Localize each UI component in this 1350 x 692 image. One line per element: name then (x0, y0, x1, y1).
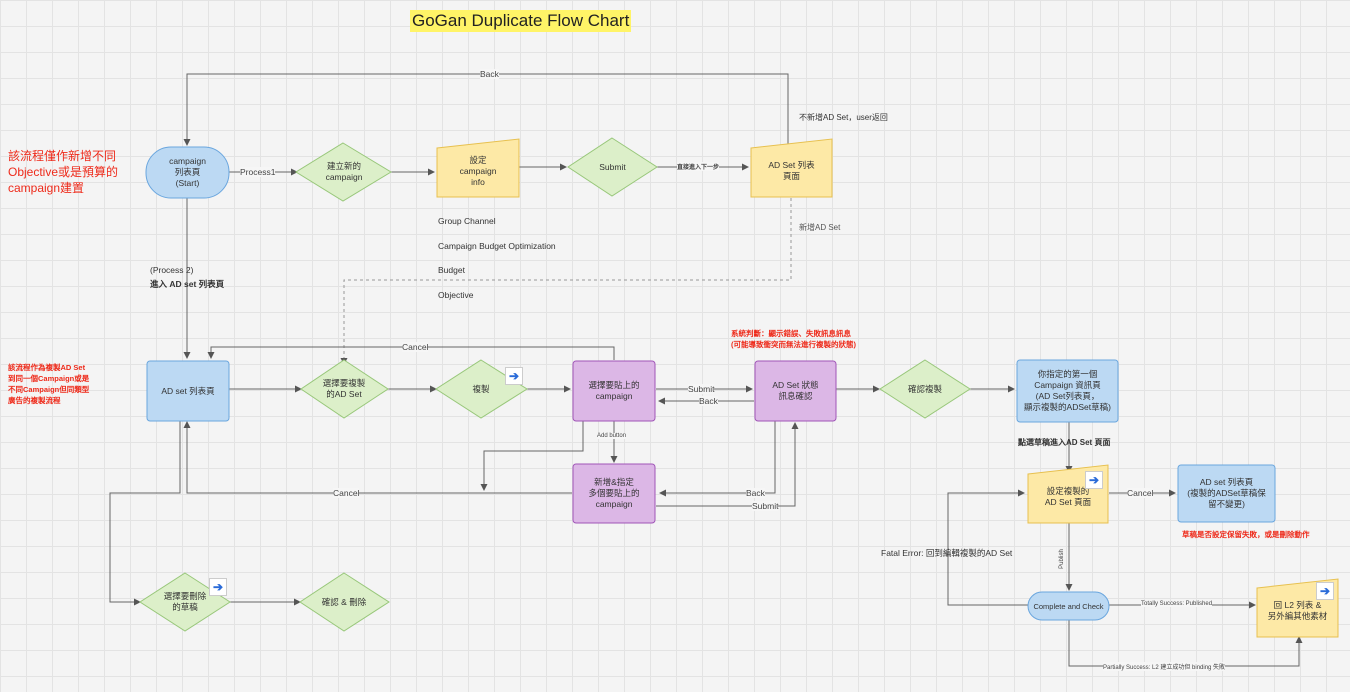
note-top-left: 該流程僅作新增不同 Objective或是預算的 campaign建置 (8, 149, 119, 195)
edge-fatal-error (947, 489, 1028, 606)
edge-label-cancel-1: Cancel (402, 342, 429, 352)
create-campaign-node (295, 142, 392, 202)
edge-label-partially-success: Partially Success: L2 建立成功但 binding 失敗 (1103, 662, 1226, 671)
edge-cancel-2a (480, 421, 584, 491)
select-campaign-node (572, 360, 656, 422)
confirm-delete-label: 確認 & 刪除 (321, 596, 367, 607)
campaign-list-node (145, 146, 230, 199)
edge-label-new-adset: 新增AD Set (799, 223, 841, 232)
edge-to-delete (109, 421, 181, 606)
confirm-delete-node (299, 572, 390, 632)
create-campaign-label: 建立新的 campaign (325, 161, 363, 182)
info-item: Budget (438, 265, 465, 276)
target-campaign-info-label: 你指定的第一個 Campaign 資訊頁 (AD Set列表頁， 顯示複製的AD… (1024, 369, 1111, 412)
info-item: Campaign Budget Optimization (438, 240, 556, 251)
edge-back-2 (659, 421, 776, 497)
edge-submit-2 (656, 422, 799, 507)
submit-label: Submit (599, 161, 626, 172)
new-multi-campaign-label: 新增&指定 多個要貼上的 campaign (588, 477, 640, 509)
arrow-right-icon[interactable]: ➔ (209, 578, 227, 596)
adset-status-confirm-label: AD Set 狀態 訊息確認 (772, 380, 819, 401)
info-list: Group Channel Campaign Budget Optimizati… (438, 203, 556, 314)
submit-node (567, 137, 658, 197)
back-l2-label: 回 L2 列表 & 另外編其他素材 (1267, 600, 1328, 621)
edit-copied-adset-label: 設定複製的 AD Set 頁面 (1044, 486, 1092, 507)
select-delete-draft-label: 選擇要刪除 的草稿 (163, 591, 207, 612)
edge-label-publish: Publish (1058, 549, 1065, 569)
edge-cancel-2 (183, 421, 572, 494)
adset-list-mid-label: AD set 列表頁 (161, 385, 215, 396)
edge-label-cancel-2: Cancel (333, 488, 360, 498)
edge-label-click-draft: 點選草稿進入AD Set 頁面 (1018, 438, 1111, 447)
edge-new-adset (340, 198, 792, 365)
note-mid-left: 該流程作為複製AD Set 到同一個Campaign或是 不同Campaign但… (8, 363, 90, 405)
arrow-right-icon[interactable]: ➔ (1316, 582, 1334, 600)
edge-label-back-2: Back (746, 488, 765, 498)
edge-label-back-1: Back (699, 396, 718, 406)
edge-label-totally-success: Totally Success: Published (1141, 601, 1213, 607)
edge-label-direct-next: 直接進入下一步 (677, 162, 720, 171)
adset-list-mid-node (146, 360, 230, 422)
select-copy-adset-label: 選擇要複製 的AD Set (322, 378, 366, 399)
confirm-copy-label: 確認複製 (907, 383, 942, 394)
adset-list-right-node (1177, 464, 1276, 523)
select-campaign-label: 選擇要貼上的 campaign (588, 380, 640, 401)
arrow-right-icon[interactable]: ➔ (505, 367, 523, 385)
info-item: Group Channel (438, 216, 496, 227)
edge-label-add-button: Add button (597, 433, 627, 439)
edge-label-fatal-error: Fatal Error: 回到編輯複製的AD Set (881, 548, 1013, 558)
copy-label: 複製 (472, 383, 490, 394)
target-campaign-info-node (1016, 359, 1119, 423)
edge-label-cancel-3: Cancel (1127, 488, 1154, 498)
edge-label-no-new-adset: 不新增AD Set，user返回 (799, 113, 888, 122)
complete-check-node (1027, 591, 1110, 621)
note-save-failure: 草稿是否設定保留失敗，或是刪除動作 (1182, 530, 1310, 539)
edge-label-back-top: Back (480, 69, 499, 79)
edge-label-submit-1: Submit (688, 384, 715, 394)
adset-status-confirm-node (754, 360, 837, 422)
edge-label-submit-2: Submit (752, 501, 779, 511)
confirm-copy-node (879, 359, 971, 419)
campaign-list-label: campaign 列表頁 (Start) (169, 156, 206, 188)
adset-list-top-label: AD Set 列表 頁面 (768, 160, 815, 181)
info-item: Objective (438, 290, 474, 301)
edge-label-process2-b: 進入 AD set 列表頁 (150, 279, 225, 289)
adset-list-top-node (750, 138, 833, 198)
new-multi-campaign-node (572, 463, 656, 524)
edge-label-process2-a: (Process 2) (150, 265, 194, 275)
edge-back-top (183, 73, 789, 152)
page-title: GoGan Duplicate Flow Chart (410, 10, 632, 32)
note-system-check: 系統判斷：顯示錯誤、失敗訊息訊息 (可能導致衝突而無法進行複製的狀態) (731, 329, 856, 349)
select-copy-adset-node (300, 359, 389, 419)
set-campaign-info-label: 設定 campaign info (459, 154, 497, 187)
adset-list-right-label: AD set 列表頁 (複製的ADSet草稿保 留不變更) (1187, 477, 1266, 509)
complete-check-label: Complete and Check (1033, 601, 1104, 611)
edge-label-process1: Process1 (240, 167, 276, 177)
set-campaign-info-node (436, 138, 520, 198)
arrow-right-icon[interactable]: ➔ (1085, 471, 1103, 489)
